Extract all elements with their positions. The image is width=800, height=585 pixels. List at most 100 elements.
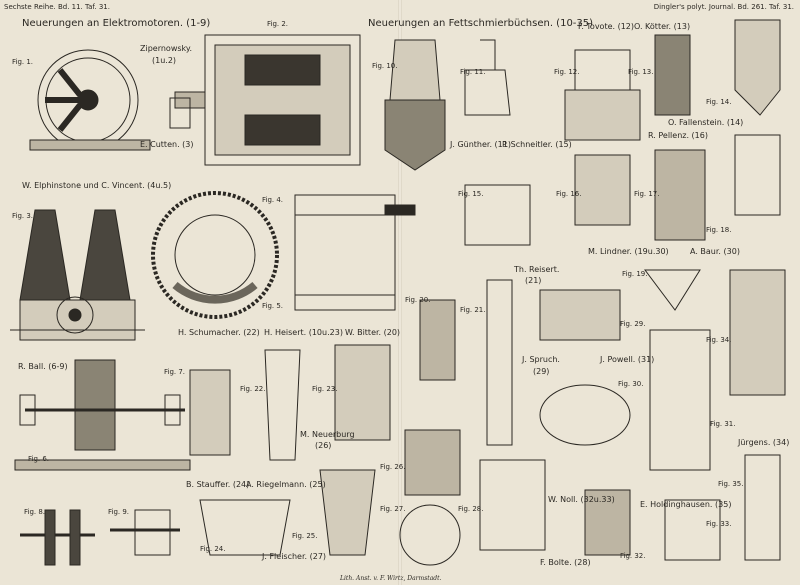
inventor-powell: J. Powell. (31)	[600, 355, 655, 364]
fig-label-11: Fig. 11.	[460, 68, 486, 76]
fig-label-7: Fig. 7.	[164, 368, 186, 376]
inventor-spruch-ref: (29)	[533, 367, 550, 376]
fig1-motor-drawing	[29, 49, 151, 151]
fig-label-34: Fig. 34.	[706, 336, 732, 344]
fig34-drawing	[729, 269, 786, 396]
fig31-drawing	[649, 329, 711, 471]
fig28-drawing	[479, 459, 546, 551]
fig-label-31: Fig. 31.	[710, 420, 736, 428]
fig20-drawing	[419, 299, 456, 381]
inventor-zipernowsky-ref: (1u.2)	[152, 56, 177, 65]
fig-label-32: Fig. 32.	[620, 552, 646, 560]
fig12-drawing	[564, 49, 641, 141]
fig-label-29: Fig. 29.	[620, 320, 646, 328]
inventor-tovote: F. Tovote. (12)	[578, 22, 635, 31]
fig4-armature-ring	[151, 191, 279, 319]
fig26-drawing	[404, 429, 461, 496]
fig-label-19: Fig. 19.	[622, 270, 648, 278]
fig-label-28: Fig. 28.	[458, 505, 484, 513]
fig18-drawing	[734, 134, 781, 216]
fig15-drawing	[464, 184, 531, 246]
fig-label-17: Fig. 17.	[634, 190, 660, 198]
inventor-noll: W. Noll. (32u.33)	[548, 495, 615, 504]
inventor-stauffer: B. Stauffer. (24)	[186, 480, 250, 489]
fig6-ball-motor	[14, 359, 191, 471]
fig-label-14: Fig. 14.	[706, 98, 732, 106]
fig-label-20: Fig. 20.	[405, 296, 431, 304]
fig-label-3: Fig. 3.	[12, 212, 34, 220]
fig-label-23: Fig. 23.	[312, 385, 338, 393]
lithographer-footer: Lith. Anst. v. F. Wirtz, Darmstadt.	[340, 575, 442, 582]
fig8-fig9-gears	[20, 509, 180, 566]
fig24-drawing	[199, 499, 291, 556]
inventor-holdinghausen: E. Holdinghausen. (35)	[640, 500, 732, 509]
inventor-spruch: J. Spruch.	[522, 355, 560, 364]
fig-label-8: Fig. 8.	[24, 508, 46, 516]
inventor-juergens: Jürgens. (34)	[738, 438, 790, 447]
inventor-zipernowsky: Zipernowsky.	[140, 44, 193, 53]
fig23-drawing	[334, 344, 391, 441]
fig29-drawing	[539, 289, 621, 341]
inventor-riegelmann: A. Riegelmann. (25)	[246, 480, 326, 489]
fig-label-2: Fig. 2.	[267, 20, 289, 28]
fig11-drawing	[464, 39, 511, 116]
inventor-schumacher: H. Schumacher. (22)	[178, 328, 260, 337]
inventor-neuerburg-ref: (26)	[315, 441, 332, 450]
fig-label-18: Fig. 18.	[706, 226, 732, 234]
inventor-bolte: F. Bolte. (28)	[540, 558, 591, 567]
fig-label-1: Fig. 1.	[12, 58, 34, 66]
fig22-drawing	[264, 349, 301, 461]
fig-label-13: Fig. 13.	[628, 68, 654, 76]
fig2-motor-section	[169, 34, 361, 166]
inventor-ball: R. Ball. (6-9)	[18, 362, 68, 371]
fig-label-21: Fig. 21.	[460, 306, 486, 314]
fig25-drawing	[319, 469, 376, 556]
fig30-drawing	[539, 384, 631, 446]
fig-label-30: Fig. 30.	[618, 380, 644, 388]
inventor-elphinstone: W. Elphinstone und C. Vincent. (4u.5)	[22, 181, 172, 190]
fig-label-24: Fig. 24.	[200, 545, 226, 553]
fig5-armature-section	[294, 194, 416, 311]
fig35-drawing	[744, 454, 781, 561]
fig32-drawing	[584, 489, 631, 556]
fig-label-4: Fig. 4.	[262, 196, 284, 204]
inventor-cutten: E. Cutten. (3)	[140, 140, 194, 149]
fig-label-33: Fig. 33.	[706, 520, 732, 528]
inventor-baur: A. Baur. (30)	[690, 247, 740, 256]
fig19-funnel	[644, 269, 701, 311]
fig-label-35: Fig. 35.	[718, 480, 744, 488]
inventor-heisert: H. Heisert. (10u.23)	[264, 328, 343, 337]
inventor-koetter: O. Kötter. (13)	[634, 22, 691, 31]
inventor-bitter: W. Bitter. (20)	[345, 328, 401, 337]
fig-label-26: Fig. 26.	[380, 463, 406, 471]
fig-label-9: Fig. 9.	[108, 508, 130, 516]
fig-label-22: Fig. 22.	[240, 385, 266, 393]
section-title-elektromotoren: Neuerungen an Elektromotoren. (1-9)	[22, 18, 211, 29]
fig14-drawing	[734, 19, 781, 116]
inventor-guenther: J. Günther. (11)	[450, 140, 511, 149]
fig17-drawing	[654, 149, 706, 241]
fig13-drawing	[654, 34, 691, 116]
inventor-reisert-ref: (21)	[525, 276, 542, 285]
fig21-drawing	[486, 279, 513, 446]
fig33-drawing	[664, 499, 721, 561]
fig7-coil	[189, 369, 231, 456]
inventor-schneitler: P. Schneitler. (15)	[502, 140, 572, 149]
page-fold	[398, 0, 402, 585]
inventor-neuerburg: M. Neuerburg	[300, 430, 355, 439]
inventor-fleischer: J. Fleischer. (27)	[262, 552, 327, 561]
journal-header-right: Dingler's polyt. Journal. Bd. 261. Taf. …	[653, 3, 794, 11]
fig-label-6: Fig. 6.	[28, 455, 50, 463]
fig-label-16: Fig. 16.	[556, 190, 582, 198]
inventor-fallenstein: O. Fallenstein. (14)	[668, 118, 744, 127]
fig-label-5: Fig. 5.	[262, 302, 284, 310]
section-title-fettschmierbuechsen: Neuerungen an Fettschmierbüchsen. (10-35…	[368, 18, 594, 29]
fig10-cup	[384, 39, 446, 171]
fig3-motor-side	[10, 209, 145, 341]
fig-label-25: Fig. 25.	[292, 532, 318, 540]
inventor-pellenz: R. Pellenz. (16)	[648, 131, 708, 140]
fig-label-12: Fig. 12.	[554, 68, 580, 76]
fig16-drawing	[574, 154, 631, 226]
